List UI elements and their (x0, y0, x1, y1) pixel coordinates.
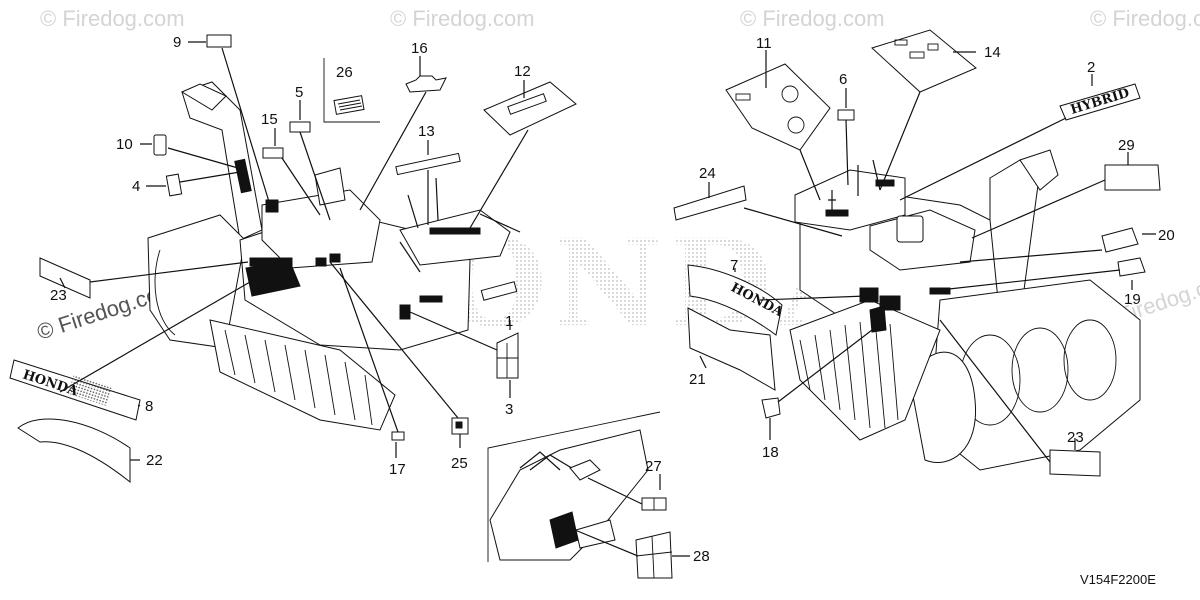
watermark-text: © Firedog.com (390, 6, 535, 31)
callout-labels: 9 10 4 5 15 26 16 12 13 23 8 22 17 25 1 … (50, 34, 1175, 565)
callout-19: 19 (1124, 291, 1141, 308)
callout-14: 14 (984, 44, 1001, 61)
callout-13: 13 (418, 123, 435, 140)
left-snowblower (147, 81, 521, 431)
left-decals: HONDA (9, 34, 577, 484)
callout-22: 22 (146, 452, 163, 469)
callout-25: 25 (451, 455, 468, 472)
callout-28: 28 (693, 548, 710, 565)
callout-11: 11 (756, 35, 772, 52)
callout-21: 21 (689, 371, 706, 388)
callout-23-left: 23 (50, 287, 67, 304)
hybrid-decal-text: HYBRID (1069, 86, 1131, 118)
callout-9: 9 (173, 34, 181, 51)
callout-17: 17 (389, 461, 406, 478)
callout-16: 16 (411, 40, 428, 57)
callout-3: 3 (505, 401, 513, 418)
right-snowblower (789, 149, 1141, 471)
callout-24: 24 (699, 165, 716, 182)
callout-18: 18 (762, 444, 779, 461)
callout-23-right: 23 (1067, 429, 1084, 446)
callout-27: 27 (645, 458, 662, 475)
inset-detail (487, 411, 690, 579)
callout-7: 7 (730, 257, 738, 274)
callout-15: 15 (261, 111, 278, 128)
callout-20: 20 (1158, 227, 1175, 244)
callout-1: 1 (505, 313, 513, 330)
watermark-text: © Firedog.com (740, 6, 885, 31)
callout-26: 26 (336, 64, 353, 81)
left-leaders (59, 41, 529, 461)
watermark-text: © Firedog.com (40, 6, 185, 31)
right-leaders (699, 50, 1156, 463)
callout-12: 12 (514, 63, 531, 80)
callout-29: 29 (1118, 137, 1135, 154)
callout-5: 5 (295, 84, 303, 101)
callout-4: 4 (132, 178, 140, 195)
callout-10: 10 (116, 136, 133, 153)
callout-6: 6 (839, 71, 847, 88)
callout-8: 8 (145, 398, 153, 415)
callout-2: 2 (1087, 59, 1095, 76)
watermark-text: © Firedog.com (1090, 6, 1200, 31)
diagram-code: V154F2200E (1080, 572, 1156, 587)
